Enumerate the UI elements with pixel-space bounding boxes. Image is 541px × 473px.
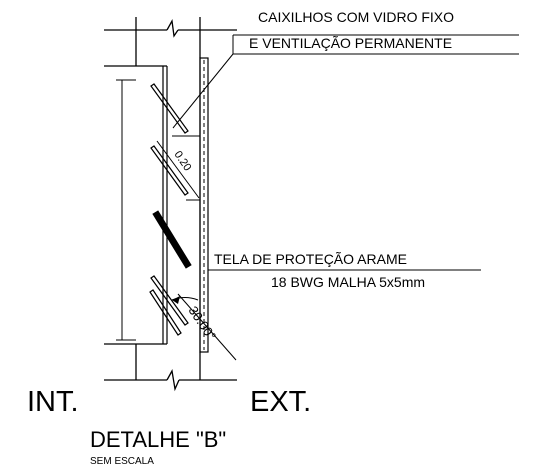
scale-note: SEM ESCALA (90, 456, 154, 467)
top-slab-break (104, 17, 237, 67)
louver-blade-3 (152, 210, 192, 269)
louver-blade-4 (149, 275, 189, 336)
angle-dimension: 30.00° (171, 293, 237, 361)
glazing-leader (172, 34, 519, 129)
exterior-label: EXT. (250, 386, 311, 418)
mesh-note-line2: 18 BWG MALHA 5x5mm (271, 274, 425, 290)
glazing-note-line1: CAIXILHOS COM VIDRO FIXO (258, 9, 454, 25)
detail-title: DETALHE "B" (90, 427, 226, 452)
interior-label: INT. (27, 386, 79, 418)
height-dimension (116, 79, 136, 341)
louver-blade-2 (150, 145, 189, 196)
glazing-note-line2: E VENTILAÇÃO PERMANENTE (249, 35, 452, 51)
louver-blade-1 (150, 83, 189, 134)
bottom-slab-break (104, 343, 237, 392)
spacing-dimension-label: 0.20 (172, 149, 194, 173)
mesh-leader (207, 269, 481, 280)
protection-mesh (199, 57, 209, 353)
mesh-note-line1: TELA DE PROTEÇÃO ARAME (214, 251, 407, 267)
angle-dimension-label: 30.00° (186, 303, 220, 343)
